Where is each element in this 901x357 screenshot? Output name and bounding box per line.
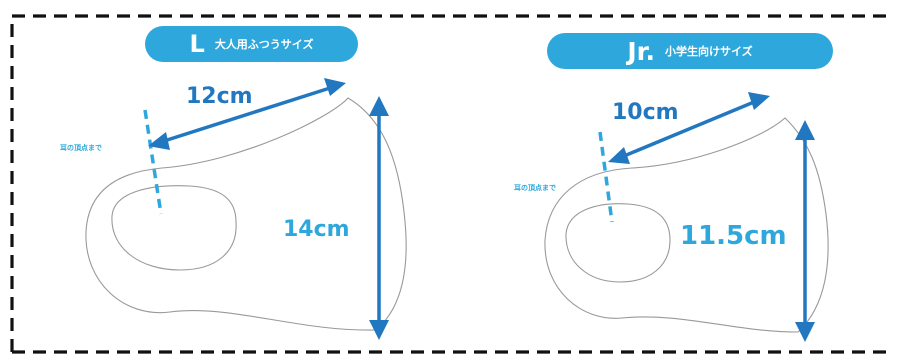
mask-l xyxy=(85,78,407,340)
width-arrow-l-head-start xyxy=(148,132,170,150)
width-arrow-l xyxy=(163,86,331,143)
height-arrow-jr-head-bottom xyxy=(795,322,815,342)
mask-l-outline xyxy=(85,97,407,331)
size-badge-l-size: L xyxy=(189,30,205,58)
dashed-border xyxy=(10,14,890,352)
size-badge-jr: Jr. 小学生向けサイズ xyxy=(547,33,833,69)
width-arrow-jr xyxy=(623,100,755,158)
size-badge-l-text: 大人用ふつうサイズ xyxy=(214,38,314,51)
width-arrow-jr-head-start xyxy=(608,147,630,164)
height-arrow-l-head-top xyxy=(369,96,389,116)
width-arrow-jr-head-end xyxy=(748,92,770,110)
mask-jr-inner-outline xyxy=(565,203,671,283)
ear-label-jr: 耳の頂点まで xyxy=(514,184,556,192)
size-badge-jr-text: 小学生向けサイズ xyxy=(664,45,753,58)
height-arrow-l-head-bottom xyxy=(369,320,389,340)
size-badge-jr-size: Jr. xyxy=(627,36,655,66)
mask-jr xyxy=(544,92,829,342)
ear-line-l xyxy=(143,109,163,215)
width-label-jr: 10cm xyxy=(612,100,679,125)
size-badge-l: L 大人用ふつうサイズ xyxy=(145,26,358,62)
height-label-jr: 11.5cm xyxy=(680,221,787,251)
badge-jr-bg xyxy=(547,33,833,69)
width-label-l: 12cm xyxy=(186,84,253,109)
width-arrow-l-head-end xyxy=(324,78,346,96)
ear-line-jr xyxy=(598,131,614,223)
height-label-l: 14cm xyxy=(283,217,350,242)
mask-jr-outline xyxy=(544,117,829,333)
ear-label-l: 耳の頂点まで xyxy=(60,144,102,152)
mask-l-inner-outline xyxy=(111,185,237,271)
height-arrow-jr-head-top xyxy=(795,120,815,140)
badge-l-bg xyxy=(145,26,358,62)
